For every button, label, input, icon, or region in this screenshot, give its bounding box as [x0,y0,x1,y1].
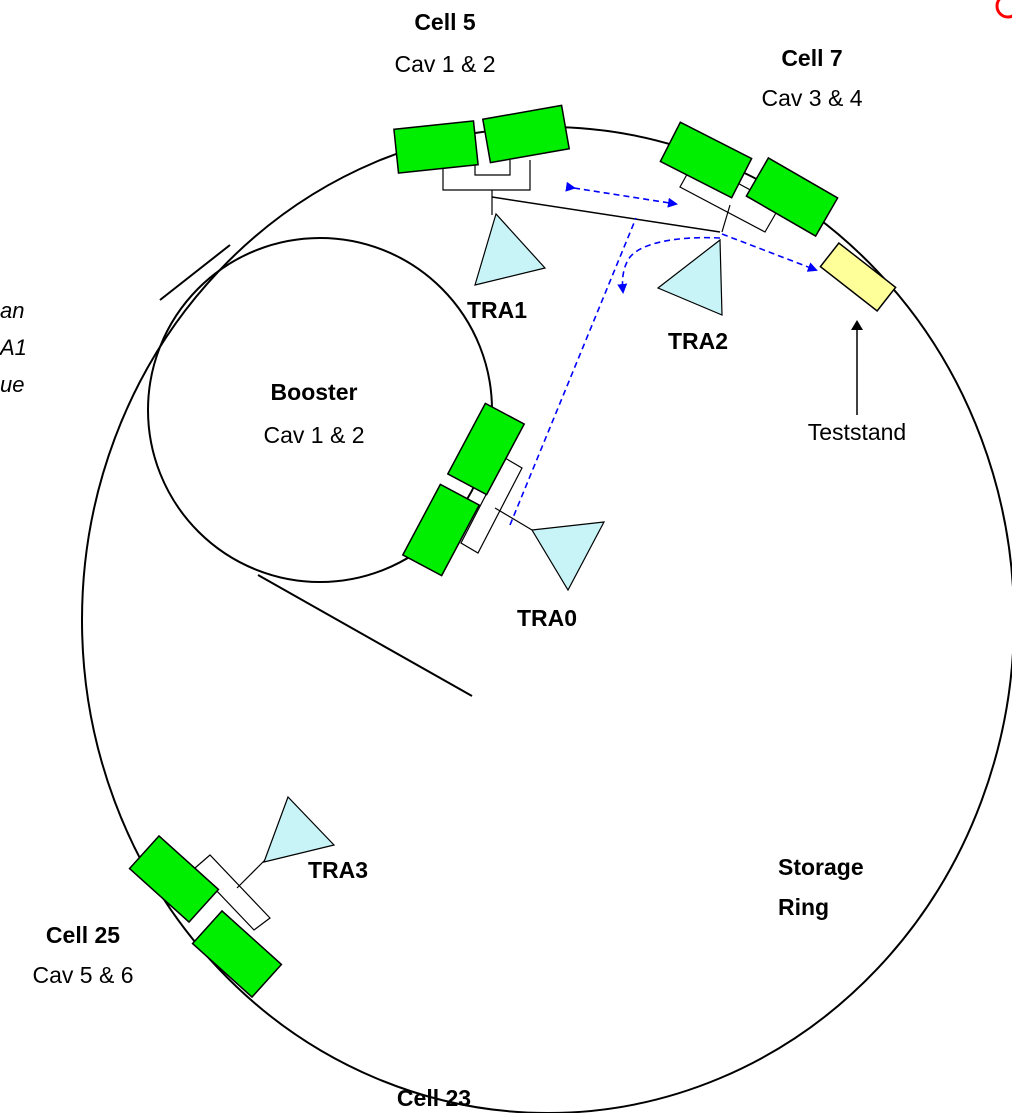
tra1-triangle [474,212,547,286]
cell23-label: Cell 23 [397,1085,471,1111]
storage-ring-label-line1: Storage [778,854,864,880]
cell25-label: Cell 25 [46,922,120,948]
cell25-cav6 [191,909,283,999]
cell7-cav3 [659,121,753,199]
booster-cavities [401,402,533,577]
rf-path-curve [617,236,721,294]
tra3-label: TRA3 [308,857,368,883]
corner-mark [995,0,1012,19]
tra1-label: TRA1 [467,297,527,323]
cell7-cavities [659,121,839,238]
booster-cav2 [401,483,481,577]
cell7-cav4 [745,156,839,238]
cell7-cav-label: Cav 3 & 4 [762,85,863,111]
side-note-line1: an [0,298,24,323]
teststand-label: Teststand [808,419,906,445]
tra0-label: TRA0 [517,605,577,631]
tra0-triangle [531,521,606,592]
cell5-cavities [393,104,571,215]
storage-ring-label-line2: Ring [778,894,829,920]
side-note-line3: ue [0,372,24,397]
tra2-triangle [656,238,723,316]
cell5-cav-label: Cav 1 & 2 [395,51,496,77]
cell25-cav-label: Cav 5 & 6 [33,962,134,988]
booster-label: Booster [271,379,358,405]
tra3-triangle [263,795,336,863]
rf-path-to-teststand [721,233,818,272]
cell5-cav1 [393,120,479,174]
rf-path-tra0-up [509,217,637,526]
tra2-label: TRA2 [668,328,728,354]
booster-cav1 [446,402,526,496]
rf-path-tra1-tra2 [565,181,678,208]
cell5-label: Cell 5 [414,9,476,35]
teststand-box [819,241,897,313]
injection-line-lower [257,574,473,697]
cell5-cav2 [481,104,571,164]
side-note-line2: A1 [0,335,27,360]
injection-line-upper [159,244,231,301]
cell25-cav5 [128,834,220,924]
cell25-cavities [128,834,283,999]
booster-cav-label: Cav 1 & 2 [264,422,365,448]
cell7-label: Cell 7 [781,45,842,71]
waveguide-tra1-tra2 [491,196,721,233]
